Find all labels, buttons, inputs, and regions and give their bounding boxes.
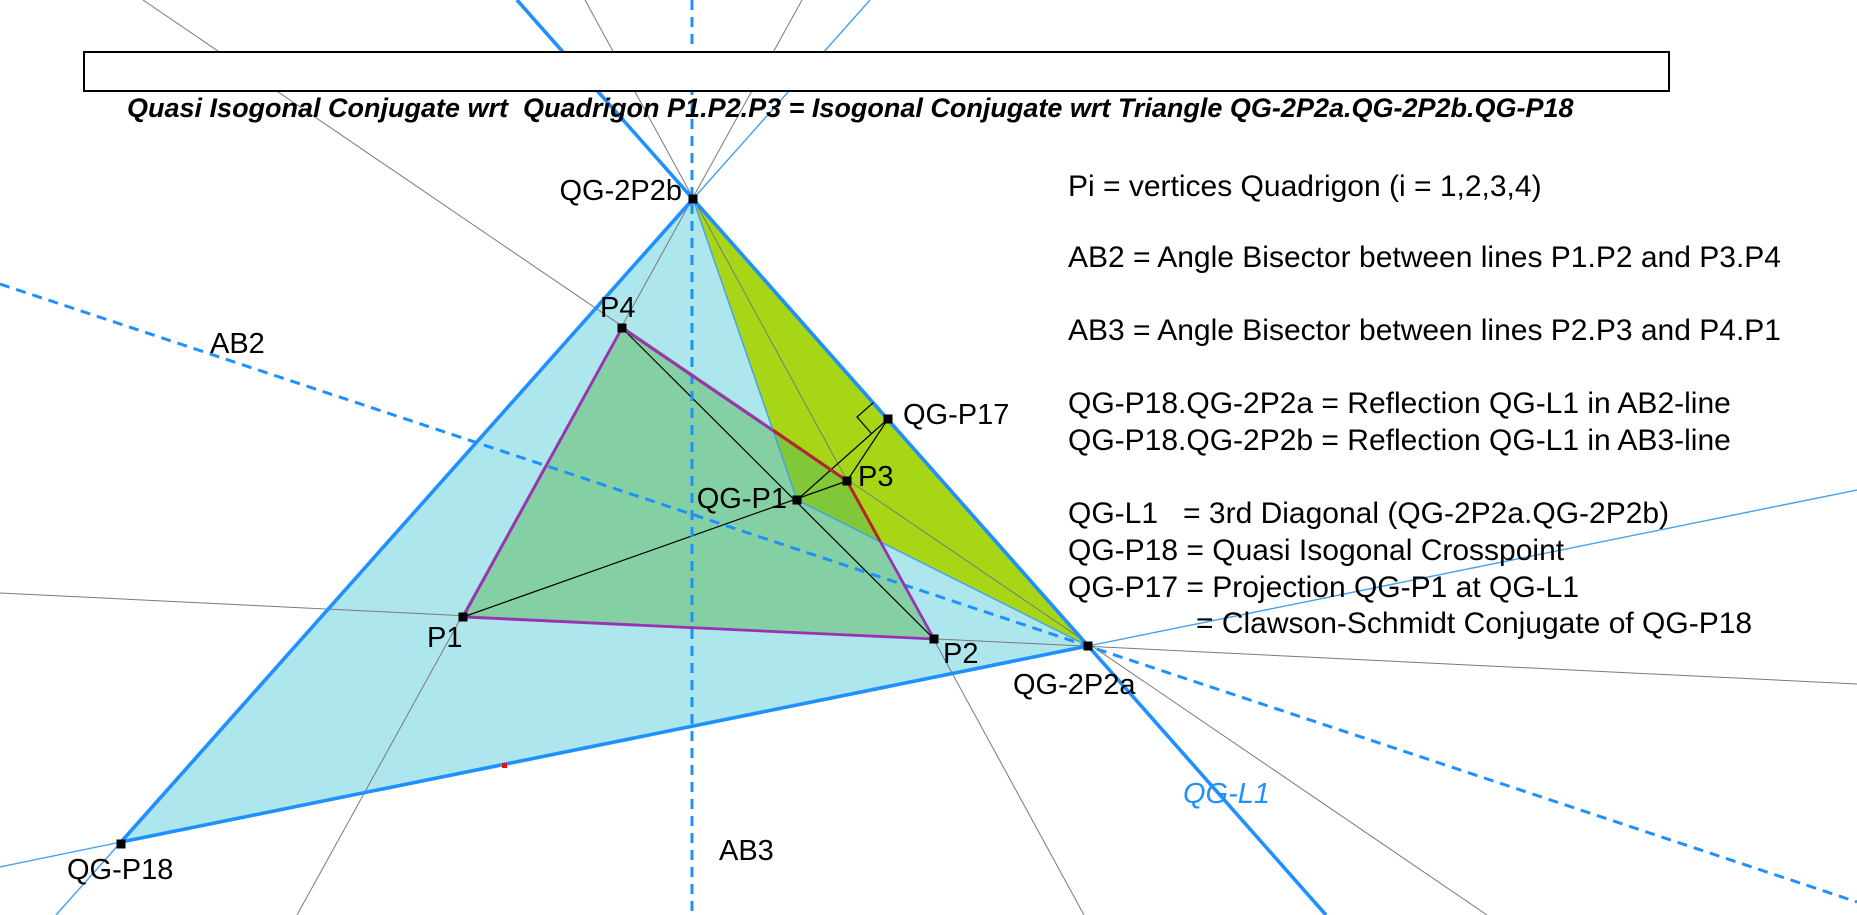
red-edge-on-P3-P2-top	[845, 480, 882, 542]
right-angle-marker	[856, 402, 874, 434]
point-P2[interactable]	[929, 634, 939, 644]
title-box: Quasi Isogonal Conjugate wrt Quadrigon P…	[83, 51, 1670, 123]
line-P2-P3-extended	[584, 0, 1085, 915]
line-QG-P18-QG-2P2b-ext-down	[55, 841, 122, 915]
label-QG-P17: QG-P17	[903, 399, 1009, 431]
label-QG-2P2b: QG-2P2b	[560, 175, 683, 207]
note-line-7: QG-P17 = Projection QG-P1 at QG-L1	[1068, 571, 1580, 604]
note-line-3: QG-P18.QG-2P2a = Reflection QG-L1 in AB2…	[1068, 387, 1731, 420]
AB3-label: AB3	[719, 835, 774, 867]
note-line-2: AB3 = Angle Bisector between lines P2.P3…	[1068, 314, 1781, 347]
point-QG-P17	[883, 414, 893, 424]
label-QG-2P2a: QG-2P2a	[1013, 669, 1136, 701]
note-line-8: = Clawson-Schmidt Conjugate of QG-P18	[1196, 607, 1753, 640]
AB2-label: AB2	[210, 328, 265, 360]
line-QG-P18-QG-2P2b-ext-up	[692, 0, 871, 200]
red-tick-mark	[502, 763, 507, 768]
point-P3[interactable]	[842, 476, 852, 486]
chartreuse-edge-QG-P1-QG-2P2a	[796, 499, 1089, 647]
AB2-line	[0, 282, 1857, 904]
point-QG-P1	[792, 495, 802, 505]
note-line-0: Pi = vertices Quadrigon (i = 1,2,3,4)	[1068, 170, 1542, 203]
note-line-5: QG-L1 = 3rd Diagonal (QG-2P2a.QG-2P2b)	[1068, 497, 1670, 530]
label-P2: P2	[943, 638, 978, 670]
point-QG-P18	[116, 839, 126, 849]
label-QG-P1: QG-P1	[697, 483, 787, 515]
line-QG-P18-QG-2P2a-ext-right	[1087, 489, 1857, 647]
chartreuse-edge-QG-2P2b-QG-P1	[692, 198, 798, 501]
point-QG-2P2a	[1083, 641, 1093, 651]
note-line-4: QG-P18.QG-2P2b = Reflection QG-L1 in AB3…	[1068, 424, 1731, 457]
point-P4[interactable]	[617, 323, 627, 333]
label-QG-P18: QG-P18	[67, 854, 173, 886]
projection-QG-P1-to-QG-P17	[796, 418, 889, 501]
note-line-6: QG-P18 = Quasi Isogonal Crosspoint	[1068, 534, 1565, 567]
diagram-title: Quasi Isogonal Conjugate wrt Quadrigon P…	[127, 93, 1574, 123]
line-QG-P18-QG-2P2a-ext-left	[0, 841, 122, 868]
diagonal-P1-P3	[462, 480, 848, 618]
edge-QG-P18-QG-2P2b	[119, 197, 695, 844]
note-line-1: AB2 = Angle Bisector between lines P1.P2…	[1068, 241, 1781, 274]
point-QG-2P2b	[688, 194, 698, 204]
QG-L1-line	[515, 0, 1328, 915]
point-P1[interactable]	[458, 612, 468, 622]
red-edge-on-P4-P3-top	[772, 428, 848, 483]
QG-L1-label: QG-L1	[1183, 778, 1270, 810]
diagonal-P2-P4	[621, 327, 935, 640]
segment-P3-to-QG-P17	[846, 418, 889, 482]
label-P3: P3	[858, 461, 893, 493]
label-P1: P1	[427, 622, 462, 654]
label-P4: P4	[600, 292, 635, 324]
edge-QG-P18-QG-2P2a	[120, 644, 1089, 844]
